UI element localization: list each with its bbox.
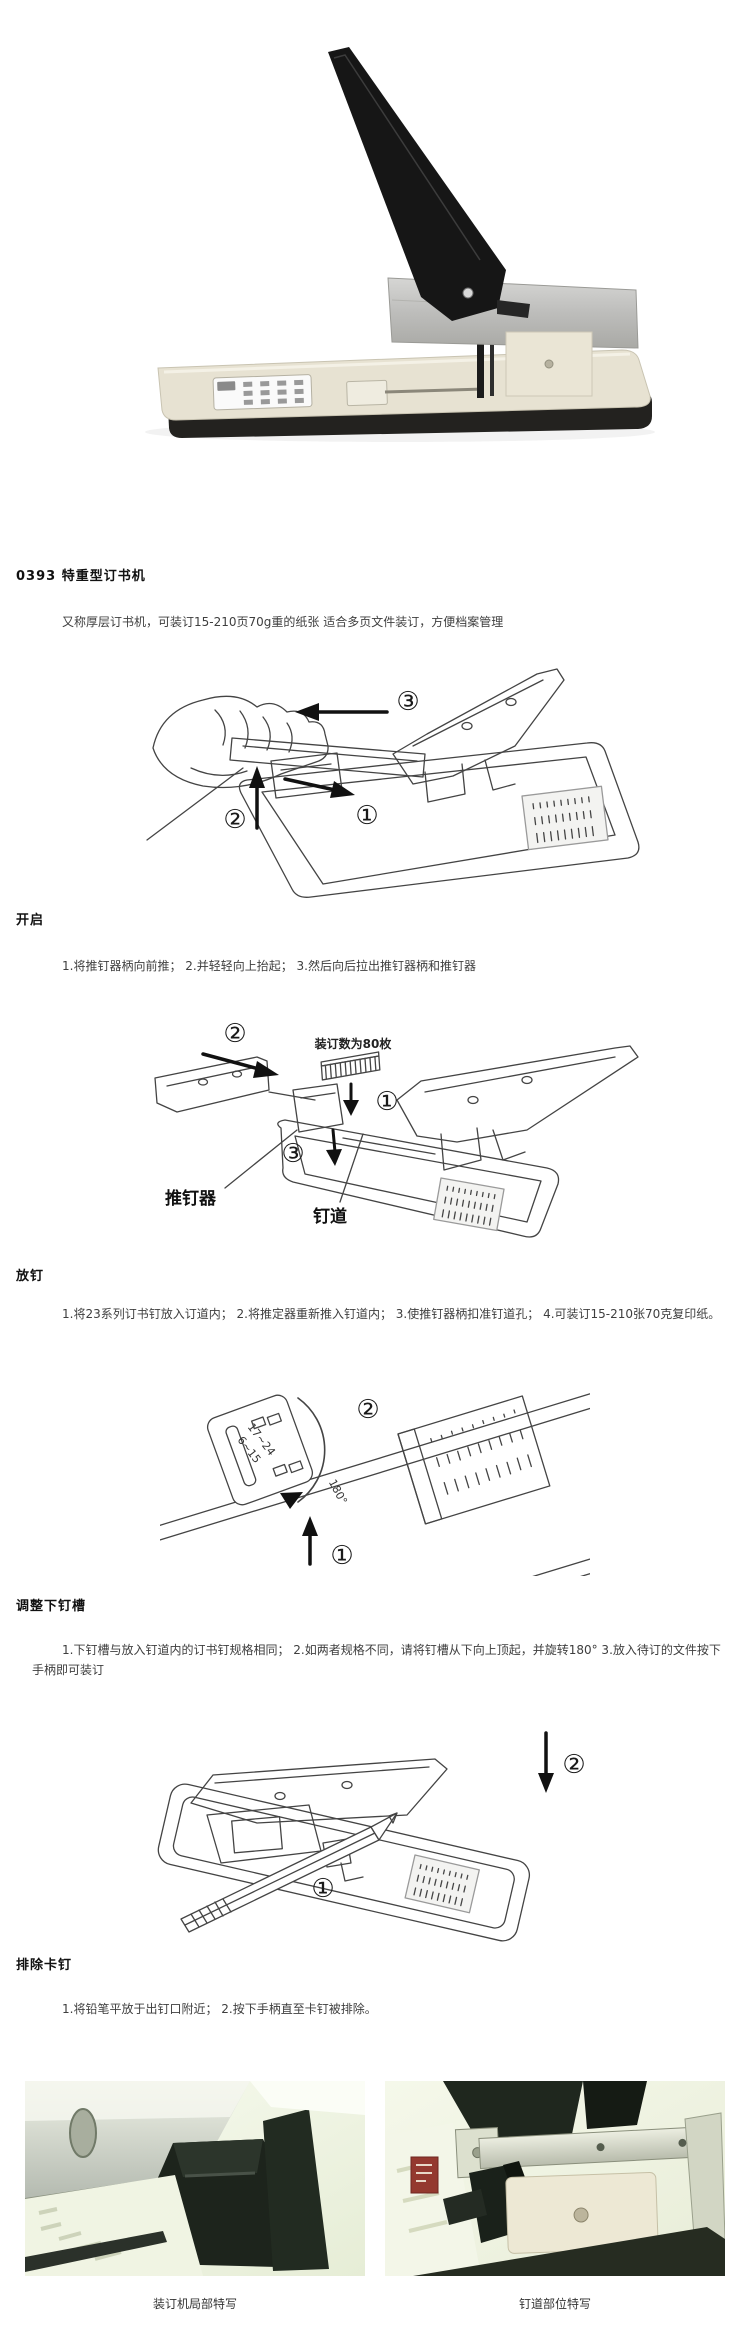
base-label-patch xyxy=(433,1177,505,1232)
base-label-panel xyxy=(397,1395,551,1525)
step-1-badge: ① xyxy=(311,1874,334,1904)
dark-diagonal xyxy=(413,2227,725,2276)
oval-cutout xyxy=(69,2108,97,2158)
step-1-badge: ① xyxy=(355,801,378,831)
spec-label-sticker xyxy=(212,374,313,411)
arrow-down-icon xyxy=(538,1731,554,1793)
photo-stapler-closeup xyxy=(25,2081,365,2276)
front-pin xyxy=(477,326,484,398)
section-body-open: 1.将推钉器柄向前推； 2.并轻轻向上抬起； 3.然后向后拉出推钉器柄和推钉器 xyxy=(62,959,476,973)
pusher-block xyxy=(292,1083,344,1133)
line-art xyxy=(157,1758,531,1942)
base-label-patch xyxy=(404,1854,480,1914)
hand-outline xyxy=(152,695,329,789)
line-art xyxy=(154,1045,639,1238)
section-heading-jam: 排除卡钉 xyxy=(16,1958,73,1973)
front-pin-2 xyxy=(490,334,494,396)
arrow-left-icon xyxy=(295,703,389,721)
hinge-screw xyxy=(462,287,474,299)
rotate-angle-label: 180° xyxy=(326,1477,350,1507)
step-1-badge: ① xyxy=(330,1541,353,1571)
photo-channel-closeup xyxy=(385,2081,725,2276)
arrow-down-icon xyxy=(326,1128,342,1166)
figure-exploded-view: ② 装订数为80枚 ① ③ 推钉器 钉道 xyxy=(154,1019,639,1238)
step-3-badge: ③ xyxy=(281,1139,304,1169)
step-2-badge: ② xyxy=(356,1395,379,1425)
base-label-patch xyxy=(521,785,609,851)
handle-edge xyxy=(333,54,481,261)
section-heading-open: 开启 xyxy=(16,913,45,928)
arrow-right-icon xyxy=(283,777,355,798)
intro-text: 又称厚层订书机，可装订15-210页70g重的纸张 适合多页文件装订，方便档案管… xyxy=(62,615,504,629)
detail-photos xyxy=(0,2081,750,2276)
latch xyxy=(497,300,530,318)
handle-arm xyxy=(328,47,506,321)
rotate-arrowhead xyxy=(280,1492,303,1509)
step-2-badge: ② xyxy=(223,1019,246,1049)
arrow-up-icon xyxy=(249,766,265,830)
section-body-load: 1.将23系列订书钉放入订道内； 2.将推定器重新推入钉道内； 3.使推钉器柄扣… xyxy=(62,1307,721,1321)
channel-label: 钉道 xyxy=(313,1206,347,1227)
photo-captions: 装订机局部特写 钉道部位特写 xyxy=(0,2296,750,2312)
adjust-plate xyxy=(206,1394,314,1506)
figure-open-demo: ③ ② ① xyxy=(146,668,640,898)
step-3-badge: ③ xyxy=(396,687,419,717)
caption-channel-closeup: 钉道部位特写 xyxy=(518,2297,591,2311)
product-photo xyxy=(0,0,750,464)
pusher-label: 推钉器 xyxy=(165,1188,217,1209)
staple-strip xyxy=(320,1051,381,1081)
figure-jam-clear: ① ② xyxy=(157,1731,586,1942)
caption-stapler-closeup: 装订机局部特写 xyxy=(152,2297,237,2311)
slider-plate xyxy=(346,379,388,407)
dark-slot xyxy=(25,2231,167,2272)
stapler-product-image xyxy=(145,47,655,442)
page-title: 0393 特重型订书机 xyxy=(16,569,146,584)
section-body-jam: 1.将铅笔平放于出钉口附近； 2.按下手柄直至卡钉被排除。 xyxy=(62,2002,377,2016)
pencil xyxy=(180,1812,398,1933)
line-art xyxy=(146,668,640,898)
arrow-down-icon xyxy=(343,1082,359,1116)
chrome-edge xyxy=(684,2112,725,2250)
arrow-right-icon xyxy=(201,1052,279,1078)
figure-slot-adjust: 17~24 6~15 180° ② ① xyxy=(103,1387,676,1703)
guide-rod xyxy=(384,387,485,394)
section-body-adjust: 1.下钉槽与放入钉道内的订书钉规格相同； 2.如两者规格不同，请将钉槽从下向上顶… xyxy=(32,1643,721,1677)
pusher-handle xyxy=(154,1056,270,1113)
section-heading-load: 放钉 xyxy=(16,1269,45,1284)
step-2-badge: ② xyxy=(562,1750,585,1780)
section-heading-adjust: 调整下钉槽 xyxy=(16,1599,87,1614)
arrow-up-icon xyxy=(302,1516,318,1566)
red-label xyxy=(410,2156,439,2194)
step-1-badge: ① xyxy=(375,1087,398,1117)
staple-capacity-note: 装订数为80枚 xyxy=(314,1036,393,1051)
step-2-badge: ② xyxy=(223,805,246,835)
front-screw xyxy=(544,359,554,369)
